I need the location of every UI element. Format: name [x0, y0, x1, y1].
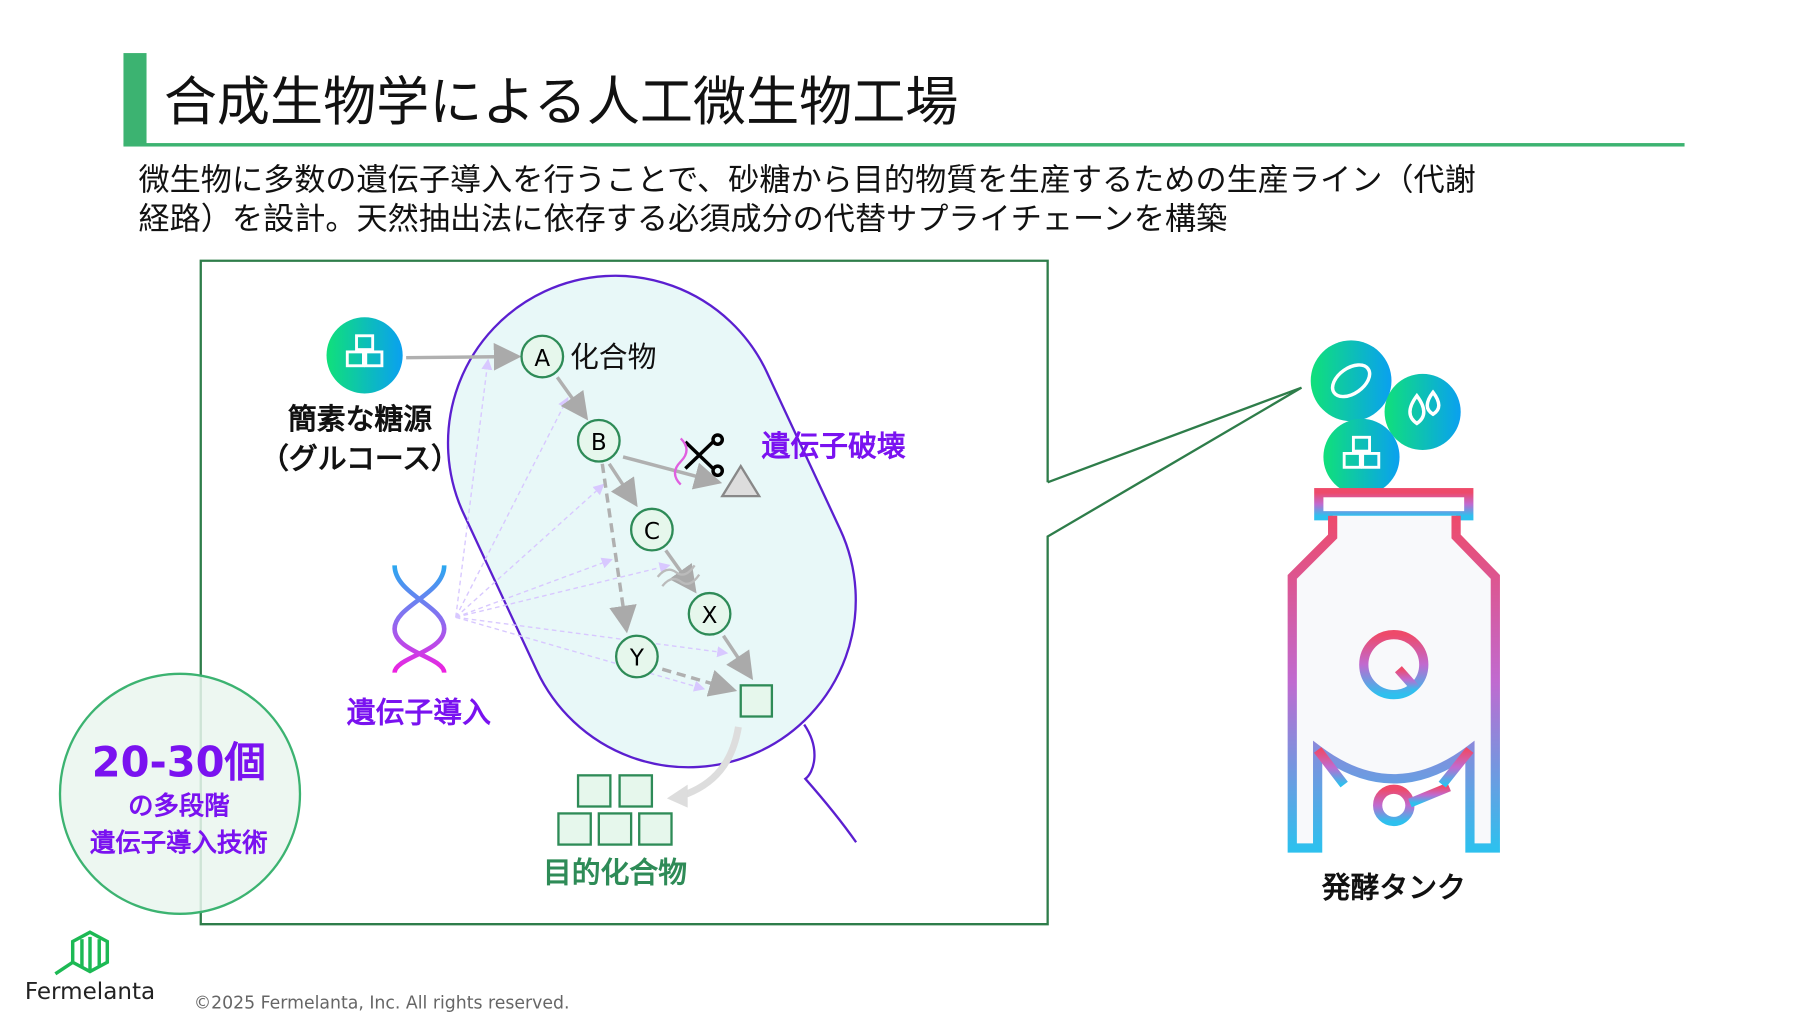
- byproduct-triangle: [720, 463, 762, 498]
- sugar-label-2: （グルコース）: [260, 441, 460, 475]
- scissors-icon: [684, 433, 725, 478]
- badge-circle: [58, 672, 302, 915]
- export-arrow: [679, 726, 742, 800]
- svg-text:X: X: [702, 603, 718, 629]
- water-drop-icon: [1384, 373, 1461, 450]
- flagellum: [803, 723, 858, 843]
- svg-text:C: C: [644, 519, 660, 545]
- gene-introduction-arrows: [455, 358, 729, 692]
- dna-small-icon: [673, 437, 688, 486]
- tank-label: 発酵タンク: [1321, 871, 1466, 905]
- node-b: B: [576, 418, 621, 463]
- sugar-label-1: 簡素な糖源: [288, 402, 432, 436]
- title-divider: [123, 143, 1685, 147]
- svg-text:A: A: [534, 346, 550, 372]
- sugar-cubes-icon: [326, 317, 403, 394]
- title-accent-bar: [123, 53, 147, 146]
- svg-text:B: B: [591, 430, 607, 456]
- fermelanta-logo-icon: [54, 930, 110, 976]
- cubes-icon: [1323, 418, 1400, 495]
- break-symbol: [656, 564, 701, 587]
- logo-text: Fermelanta: [25, 979, 155, 1005]
- subtitle-line-1: 微生物に多数の遺伝子導入を行うことで、砂糖から目的物質を生産するための生産ライン…: [138, 162, 1476, 199]
- badge-count: 20-30個: [92, 738, 266, 787]
- node-c: C: [629, 507, 674, 552]
- node-x: X: [687, 591, 732, 636]
- copyright: ©2025 Fermelanta, Inc. All rights reserv…: [194, 993, 570, 1013]
- callout-frame: [199, 259, 1303, 926]
- badge-line-2: の多段階: [128, 791, 230, 821]
- dna-icon: [392, 565, 447, 674]
- product-square: [739, 684, 774, 718]
- bacteria-icon: [1310, 340, 1392, 422]
- target-compound-label: 目的化合物: [543, 856, 687, 890]
- pathway-arrows: [406, 342, 754, 697]
- fermentation-tank-icon: [1287, 488, 1500, 853]
- gene-introduction-label: 遺伝子導入: [347, 695, 491, 729]
- badge-line-3: 遺伝子導入技術: [90, 828, 268, 858]
- page-title: 合成生物学による人工微生物工場: [163, 70, 959, 133]
- compound-label: 化合物: [570, 340, 657, 374]
- node-y: Y: [614, 634, 659, 679]
- subtitle-line-2: 経路）を設計。天然抽出法に依存する必須成分の代替サプライチェーンを構築: [138, 201, 1228, 238]
- svg-text:Y: Y: [629, 646, 645, 672]
- knockout-label: 遺伝子破壊: [762, 429, 906, 463]
- node-a: A: [520, 334, 565, 379]
- target-compounds: [557, 774, 673, 846]
